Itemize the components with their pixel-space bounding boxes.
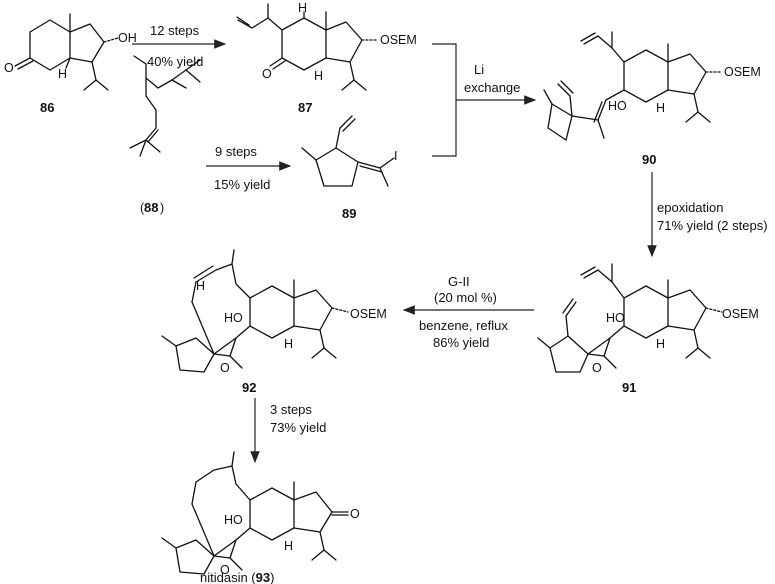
compound-86-label: 86: [40, 100, 54, 115]
compound-93-structure: [161, 451, 349, 575]
compound-92-structure: [161, 249, 349, 373]
atom-o-ketone-93: O: [350, 507, 360, 521]
compound-88-open: (: [140, 201, 145, 215]
atom-h-93: H: [284, 539, 293, 553]
atom-ho-90: HO: [608, 99, 627, 113]
atom-h-92a: H: [284, 337, 293, 351]
compound-90-structure: [543, 31, 723, 141]
atom-osem-91: OSEM: [722, 307, 759, 321]
compound-90-label: 90: [642, 152, 656, 167]
atom-osem-92: OSEM: [350, 307, 387, 321]
atom-h-87b: H: [314, 69, 323, 83]
reagent-r2-top: 9 steps: [215, 144, 257, 159]
reagent-r6-top: 3 steps: [270, 402, 312, 417]
atom-o-92: O: [220, 361, 230, 375]
atom-o-91: O: [592, 361, 602, 375]
atom-i-89: I: [394, 149, 397, 163]
atom-osem-87: OSEM: [380, 33, 417, 47]
atom-h-90: H: [656, 101, 665, 115]
atom-h-91: H: [656, 337, 665, 351]
atom-o-93: O: [220, 563, 230, 577]
atom-ho-92: HO: [224, 311, 243, 325]
atom-h-86: H: [58, 67, 67, 81]
compound-87-structure: [236, 3, 379, 91]
compound-91-structure: [537, 263, 723, 373]
reagent-r4-top: epoxidation: [657, 200, 724, 215]
reagent-r1-top: 12 steps: [150, 23, 200, 38]
reagent-r5-line4: 86% yield: [433, 335, 489, 350]
compound-89-label: 89: [342, 206, 356, 221]
atom-o-87: O: [262, 67, 272, 81]
compound-89-structure: [301, 115, 395, 187]
atom-oh-86: OH: [118, 31, 137, 45]
atom-ho-91: HO: [606, 311, 625, 325]
reagent-r1-bottom: 40% yield: [147, 54, 203, 69]
compound-88-label: 88: [144, 200, 158, 215]
compound-88-structure: [129, 55, 201, 157]
compound-86-structure: [14, 13, 119, 91]
atom-osem-90: OSEM: [724, 65, 761, 79]
atom-h-92b: H: [196, 279, 205, 293]
compound-88-close: ): [160, 201, 164, 215]
reagent-r5-line3: benzene, reflux: [419, 318, 508, 333]
reagent-r5-line2: (20 mol %): [434, 290, 497, 305]
atom-o-86: O: [4, 61, 14, 75]
reagent-r6-bottom: 73% yield: [270, 420, 326, 435]
converge-bracket: [432, 43, 457, 157]
compound-87-label: 87: [298, 100, 312, 115]
atom-h-87a: H: [298, 1, 307, 15]
compound-93-label: nitidasin (93): [200, 570, 274, 584]
reagent-r3-top: Li: [474, 62, 484, 77]
reagent-r3-bottom: exchange: [464, 80, 520, 95]
compound-92-label: 92: [242, 380, 256, 395]
reagent-r2-bottom: 15% yield: [214, 177, 270, 192]
compound-91-label: 91: [622, 380, 636, 395]
reagent-r4-bottom: 71% yield (2 steps): [657, 218, 768, 233]
atom-ho-93: HO: [224, 513, 243, 527]
reagent-r5-line1: G-II: [448, 274, 470, 289]
